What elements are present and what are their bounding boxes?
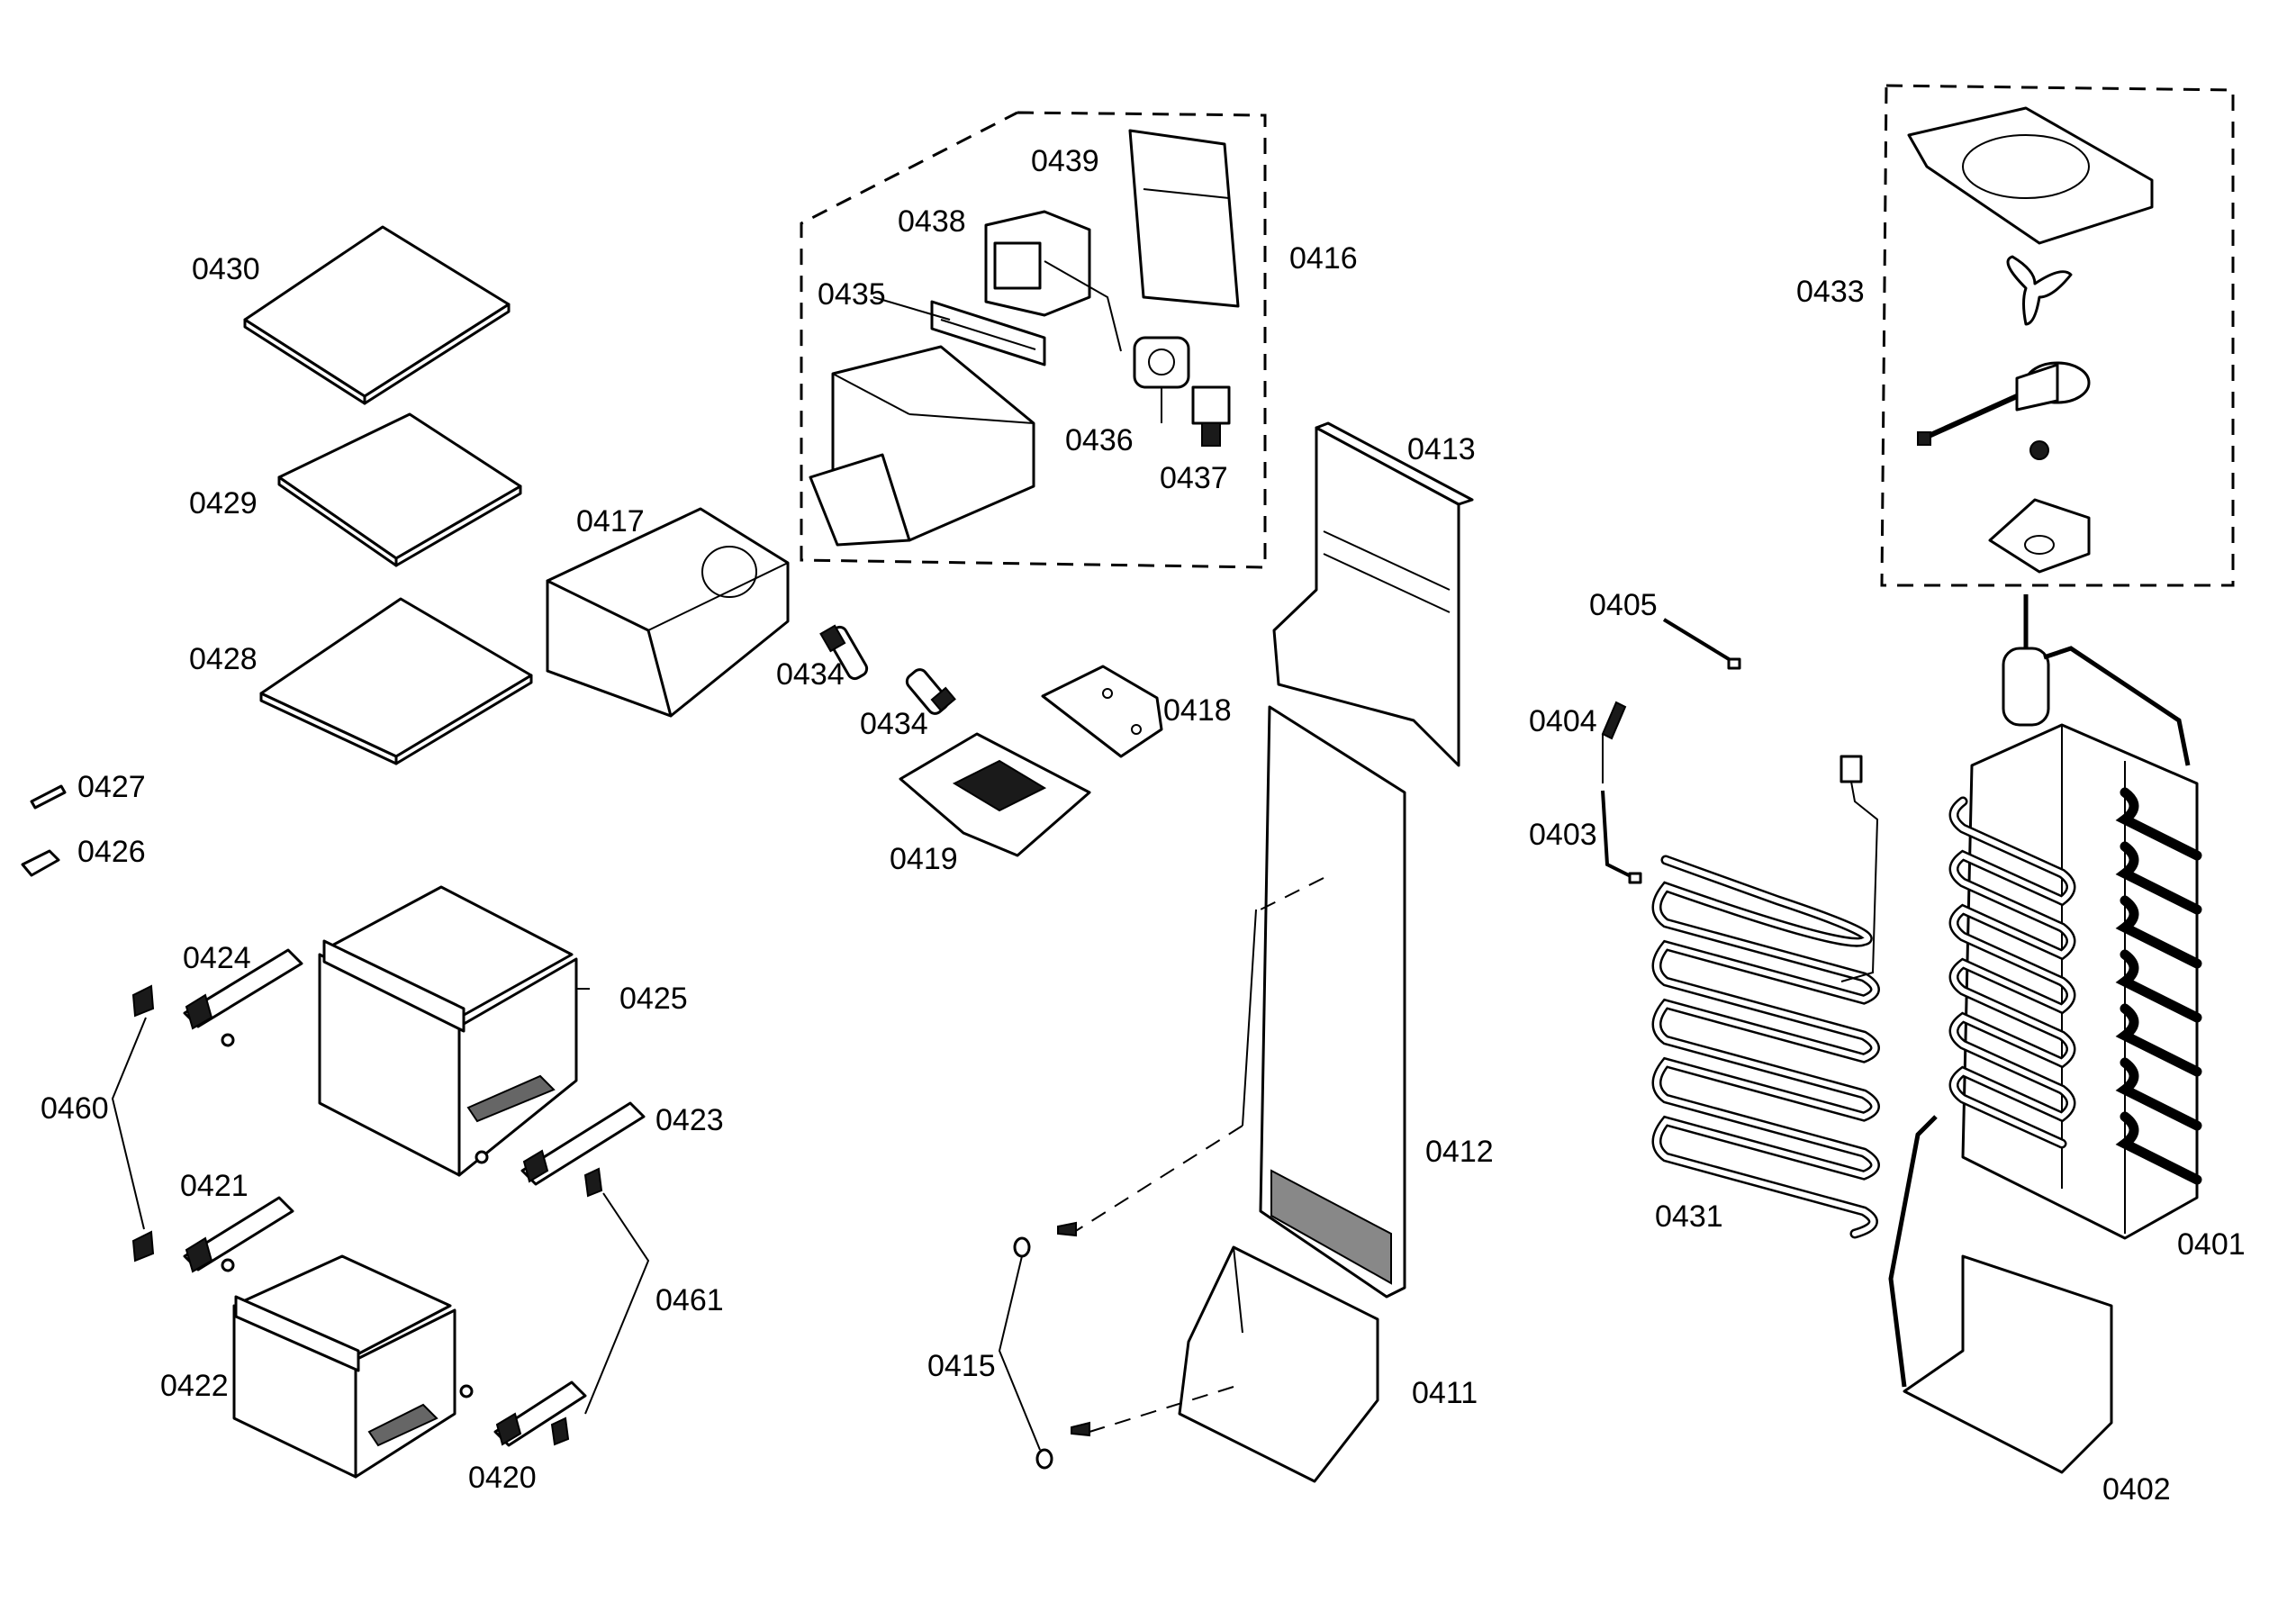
icemaker-module-0438 xyxy=(984,210,1122,352)
panel-0411 xyxy=(1089,1245,1379,1483)
shelf-0428 xyxy=(259,597,533,765)
label-0434b: 0434 xyxy=(860,707,928,741)
label-0439: 0439 xyxy=(1031,144,1099,178)
cover-0419 xyxy=(899,732,1091,857)
control-board-0439 xyxy=(1128,129,1240,308)
label-0405: 0405 xyxy=(1589,588,1658,622)
label-0415: 0415 xyxy=(927,1349,996,1383)
label-0424: 0424 xyxy=(183,941,251,975)
rail-0424 xyxy=(183,948,303,1047)
rail-0421 xyxy=(183,1196,294,1273)
fan-bracket xyxy=(1988,498,2091,574)
label-0435: 0435 xyxy=(818,277,886,312)
label-0429: 0429 xyxy=(189,486,258,520)
clip-0461 xyxy=(550,1167,650,1446)
label-0430: 0430 xyxy=(192,252,260,286)
fan-shroud xyxy=(1907,106,2154,245)
label-0434a: 0434 xyxy=(776,657,845,692)
shelf-0429 xyxy=(277,412,522,567)
part-0426 xyxy=(21,849,60,877)
part-0427 xyxy=(30,784,67,810)
fan-motor xyxy=(1917,361,2091,460)
clip-0460 xyxy=(111,984,155,1263)
leader-lines xyxy=(576,296,1604,990)
label-0419: 0419 xyxy=(890,842,958,876)
label-0425: 0425 xyxy=(619,982,688,1016)
fan-blade xyxy=(2006,255,2073,326)
cover-0418 xyxy=(1041,665,1163,758)
label-0412: 0412 xyxy=(1425,1135,1494,1169)
label-0402: 0402 xyxy=(2102,1472,2171,1507)
label-0403: 0403 xyxy=(1529,818,1597,852)
evaporator-0401 xyxy=(1948,594,2202,1240)
icemaker-group-outline xyxy=(800,111,1267,569)
rail-0420 xyxy=(459,1380,587,1447)
heater-coil-0431 xyxy=(1651,755,1880,1239)
crisper-0425 xyxy=(318,885,578,1177)
label-0433: 0433 xyxy=(1796,275,1865,309)
clip-0404 xyxy=(1601,701,1627,740)
drain-pan-0402 xyxy=(1888,1115,2113,1474)
dispenser-0434a xyxy=(819,624,869,681)
label-0420: 0420 xyxy=(468,1461,537,1495)
label-0436: 0436 xyxy=(1065,423,1134,457)
label-0417: 0417 xyxy=(576,504,645,539)
sensor-0405 xyxy=(1662,618,1741,670)
panel-0413 xyxy=(1272,421,1474,767)
label-0438: 0438 xyxy=(898,204,966,239)
label-0418: 0418 xyxy=(1163,693,1232,728)
label-0413: 0413 xyxy=(1407,432,1476,466)
label-0460: 0460 xyxy=(41,1091,109,1126)
label-0461: 0461 xyxy=(655,1283,724,1317)
ice-cover-0435 xyxy=(930,300,1046,367)
rail-0423 xyxy=(475,1101,646,1186)
label-0426: 0426 xyxy=(77,835,146,869)
label-0423: 0423 xyxy=(655,1103,724,1137)
fan-group-outline xyxy=(1880,84,2235,587)
label-0422: 0422 xyxy=(160,1369,229,1403)
label-0411: 0411 xyxy=(1412,1376,1478,1410)
icemaker-housing xyxy=(809,345,1035,547)
label-0428: 0428 xyxy=(189,642,258,676)
ice-bin-0417 xyxy=(546,507,790,718)
label-0404: 0404 xyxy=(1529,704,1597,738)
sensor-0403 xyxy=(1601,790,1642,884)
screw-0415 xyxy=(998,1221,1090,1470)
motor-0436 xyxy=(1133,336,1190,389)
dispenser-0434b xyxy=(905,668,956,715)
label-0416: 0416 xyxy=(1289,241,1358,276)
label-0401: 0401 xyxy=(2177,1227,2246,1262)
label-0437: 0437 xyxy=(1160,461,1228,495)
shelf-0430 xyxy=(243,225,511,405)
valve-0437 xyxy=(1191,385,1231,447)
label-0431: 0431 xyxy=(1655,1199,1723,1234)
label-0421: 0421 xyxy=(180,1169,249,1203)
crisper-0422 xyxy=(232,1254,456,1479)
panel-0412 xyxy=(1071,705,1406,1299)
label-0427: 0427 xyxy=(77,770,146,804)
